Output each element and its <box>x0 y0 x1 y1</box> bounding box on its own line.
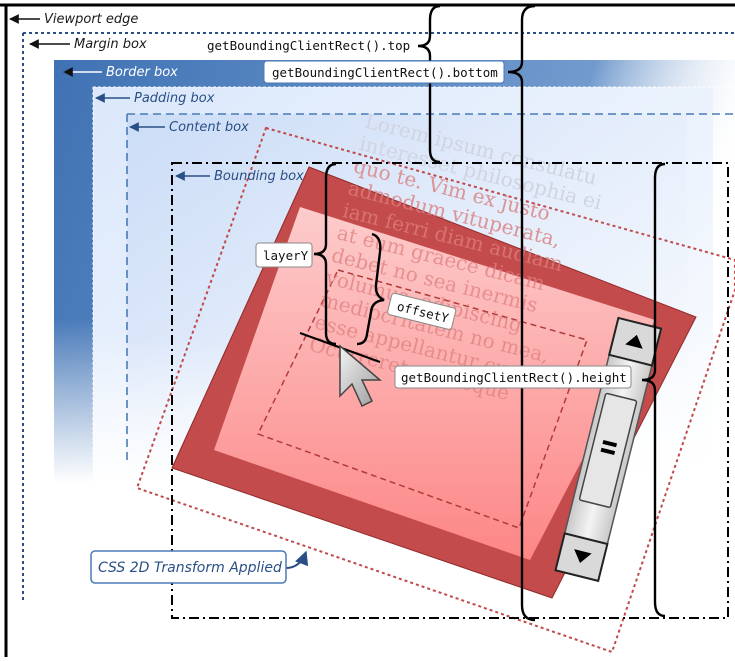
brace-top <box>417 4 441 164</box>
svg-text:Viewport edge: Viewport edge <box>44 12 138 27</box>
svg-text:CSS 2D Transform Applied: CSS 2D Transform Applied <box>98 560 282 576</box>
transformed-content-outline <box>256 269 588 529</box>
label-padding-box: Padding box <box>95 91 215 106</box>
svg-text:getBoundingClientRect().height: getBoundingClientRect().height <box>401 370 627 385</box>
brace-layery <box>313 162 337 346</box>
svg-text:Content box: Content box <box>169 120 249 135</box>
cursor-icon <box>339 344 383 408</box>
svg-text:layerY: layerY <box>263 248 309 263</box>
label-border-box: Border box <box>63 65 178 80</box>
scroll-down-arrow-icon <box>574 549 592 563</box>
label-margin-box: Margin box <box>29 37 147 52</box>
viewport-edge <box>0 3 735 657</box>
brace-offsety <box>356 232 385 346</box>
svg-text:Bounding box: Bounding box <box>214 169 304 184</box>
brace-bottom <box>507 4 536 622</box>
scroll-up-arrow-icon <box>625 334 643 349</box>
bounding-box <box>171 162 729 619</box>
label-viewport-edge: Viewport edge <box>9 12 138 27</box>
grip-icon <box>602 439 618 448</box>
svg-text:Margin box: Margin box <box>74 37 147 52</box>
callout-transform: CSS 2D Transform Applied <box>90 550 309 584</box>
svg-text:Padding box: Padding box <box>134 91 215 106</box>
brace-height <box>641 162 666 618</box>
transformed-margin-outline <box>135 126 735 654</box>
label-bounding-height: getBoundingClientRect().height <box>394 365 632 389</box>
label-layery: layerY <box>255 242 313 268</box>
label-bounding-top: getBoundingClientRect().top <box>207 38 410 53</box>
svg-text:Border box: Border box <box>106 65 178 80</box>
svg-text:getBoundingClientRect().top: getBoundingClientRect().top <box>207 38 410 53</box>
label-bounding-bottom: getBoundingClientRect().bottom <box>263 60 505 84</box>
margin-box <box>22 32 735 600</box>
label-bounding-box: Bounding box <box>175 169 304 184</box>
svg-text:getBoundingClientRect().bottom: getBoundingClientRect().bottom <box>272 65 498 80</box>
scrollbar[interactable] <box>554 316 663 583</box>
label-content-box: Content box <box>129 120 249 135</box>
